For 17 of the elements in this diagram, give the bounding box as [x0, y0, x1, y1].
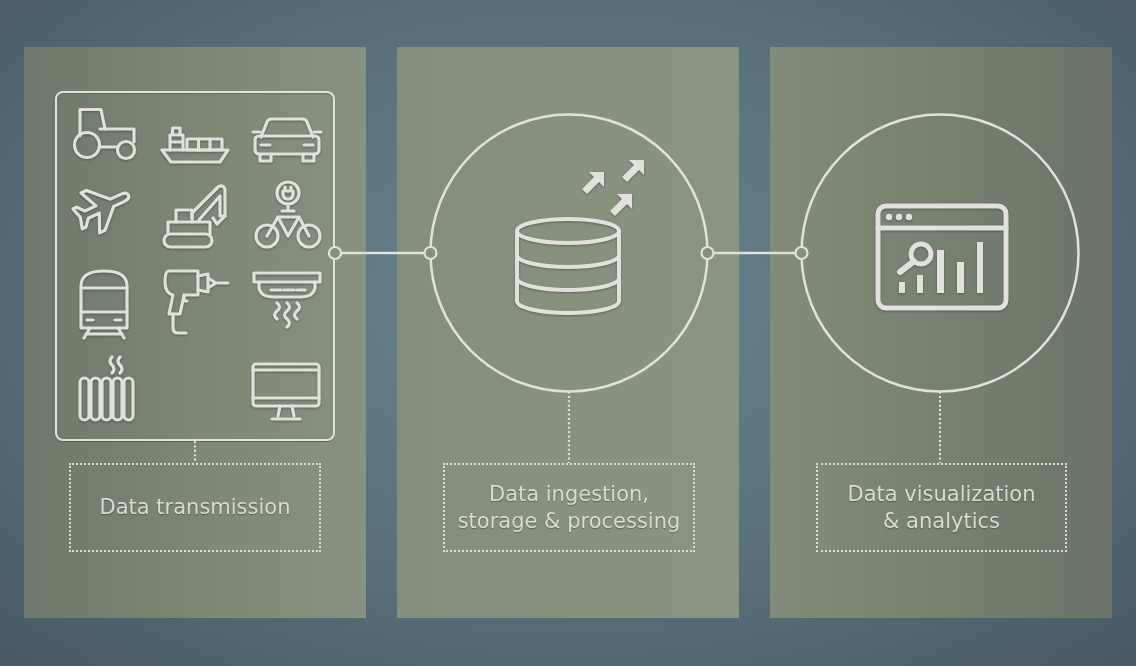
- stage-circle: [429, 113, 709, 393]
- connector-line: [327, 245, 438, 261]
- stage-panel: [770, 47, 1112, 618]
- stage-label: Data visualization & analytics: [846, 480, 1037, 535]
- stage-label: Data ingestion, storage & processing: [456, 480, 682, 535]
- stage-label: Data transmission: [99, 494, 291, 521]
- dotted-connector: [193, 441, 197, 463]
- caption-frame: [443, 463, 695, 552]
- caption-frame: [816, 463, 1067, 552]
- stage-circle: [800, 113, 1080, 393]
- device-frame: [55, 91, 335, 441]
- caption-frame: [69, 463, 321, 552]
- stage-panel: [397, 47, 739, 618]
- connector-line: [700, 245, 809, 261]
- dotted-connector: [567, 391, 571, 463]
- stage-panel: [24, 47, 366, 618]
- dotted-connector: [938, 391, 942, 463]
